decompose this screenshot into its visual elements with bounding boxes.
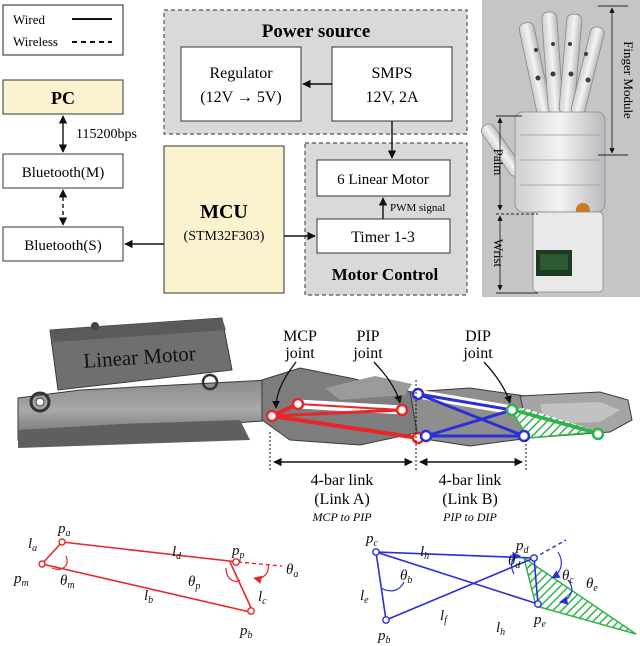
mcp-joint-label: MCP — [283, 328, 317, 345]
mcu-box — [163, 145, 285, 294]
wrist-label: Wrist — [491, 239, 506, 268]
legend: Wired Wireless — [2, 4, 124, 56]
link-a-bars — [265, 397, 425, 445]
pip-pointer — [373, 361, 402, 404]
mcp-joint-sublabel: joint — [284, 345, 315, 362]
kinematic-diagram-a: pm pa la θm ld lb pp θp lc θa pb — [13, 521, 298, 641]
svg-text:θc: θc — [562, 568, 574, 586]
kinematic-diagram-b: pc le θb lh lf pb θd pd θc θe lh pe — [360, 531, 637, 646]
pip-joint-sublabel: joint — [352, 345, 383, 362]
finger-module-label: Finger Module — [621, 41, 636, 119]
svg-text:pc: pc — [365, 531, 379, 549]
link-b-bars — [411, 387, 605, 443]
svg-text:lh: lh — [496, 620, 505, 638]
legend-wireless-label: Wireless — [13, 34, 58, 49]
linear-motor-box — [316, 159, 451, 197]
smps-box — [331, 46, 453, 122]
regulator-label: Regulator — [209, 65, 273, 82]
bt-slave-label: Bluetooth(S) — [24, 238, 102, 254]
link-a-span: MCP to PIP — [311, 510, 372, 524]
svg-text:pp: pp — [231, 543, 245, 561]
dip-pointer — [483, 361, 512, 404]
svg-text:pm: pm — [13, 571, 29, 589]
dip-joint-label: DIP — [465, 328, 491, 345]
joint-callouts: MCP joint PIP joint DIP joint — [272, 328, 512, 409]
svg-text:θp: θp — [188, 574, 200, 592]
svg-text:θa: θa — [286, 562, 298, 580]
link-b-name: (Link B) — [442, 491, 498, 508]
legend-wired-label: Wired — [13, 12, 45, 27]
comm-chain: PC 115200bps Bluetooth(M) Bluetooth(S) M… — [2, 79, 316, 294]
palm-label: Palm — [491, 149, 506, 176]
svg-text:lb: lb — [144, 588, 153, 606]
svg-text:le: le — [360, 588, 369, 606]
pc-box — [2, 79, 124, 115]
svg-text:θb: θb — [400, 568, 412, 586]
smps-label: SMPS — [372, 65, 413, 82]
pc-label: PC — [51, 88, 75, 108]
link-a-name: (Link A) — [314, 491, 370, 508]
svg-text:lc: lc — [258, 589, 267, 607]
svg-text:ld: ld — [172, 544, 182, 562]
timer-box — [316, 218, 451, 254]
regulator-box — [180, 46, 302, 122]
robot-hand-photo: Finger Module Palm Wrist — [481, 0, 640, 297]
pip-joint-label: PIP — [356, 328, 379, 345]
svg-text:lf: lf — [440, 608, 448, 626]
link-b-span: PIP to DIP — [442, 510, 497, 524]
svg-text:la: la — [28, 536, 37, 554]
link-b-title: 4-bar link — [439, 472, 502, 489]
finger-cad-model: Linear Motor — [17, 317, 633, 448]
link-a-title: 4-bar link — [311, 472, 374, 489]
smps-rating: 12V, 2A — [365, 89, 418, 106]
baud-rate-label: 115200bps — [76, 127, 137, 142]
bt-master-box — [2, 153, 124, 189]
power-source-panel: Power source Regulator (12V → 5V) SMPS 1… — [163, 9, 468, 135]
svg-text:pb: pb — [239, 623, 253, 641]
svg-text:pb: pb — [377, 628, 391, 646]
mcp-pointer — [272, 361, 297, 409]
linear-motor-box-label: 6 Linear Motor — [337, 172, 429, 188]
svg-text:pd: pd — [515, 538, 530, 556]
svg-text:lh: lh — [420, 544, 429, 562]
palm-illustration — [514, 111, 606, 213]
pwm-signal-label: PWM signal — [390, 202, 445, 214]
svg-text:pa: pa — [57, 521, 71, 539]
svg-text:θe: θe — [586, 576, 598, 594]
regulator-voltage: (12V → 5V) — [200, 89, 281, 106]
mcu-chip-label: (STM32F303) — [184, 229, 265, 244]
mcu-label: MCU — [200, 201, 248, 223]
motor-control-title: Motor Control — [332, 265, 439, 284]
bt-slave-box — [2, 226, 124, 262]
bt-master-label: Bluetooth(M) — [22, 165, 105, 181]
svg-text:θm: θm — [60, 573, 75, 591]
timer-label: Timer 1-3 — [351, 229, 415, 246]
link-dimensions — [269, 380, 527, 470]
dip-joint-sublabel: joint — [462, 345, 493, 362]
motor-control-panel: 6 Linear Motor Timer 1-3 PWM signal Moto… — [304, 142, 468, 296]
svg-text:pe: pe — [533, 612, 547, 630]
power-source-title: Power source — [262, 21, 371, 42]
